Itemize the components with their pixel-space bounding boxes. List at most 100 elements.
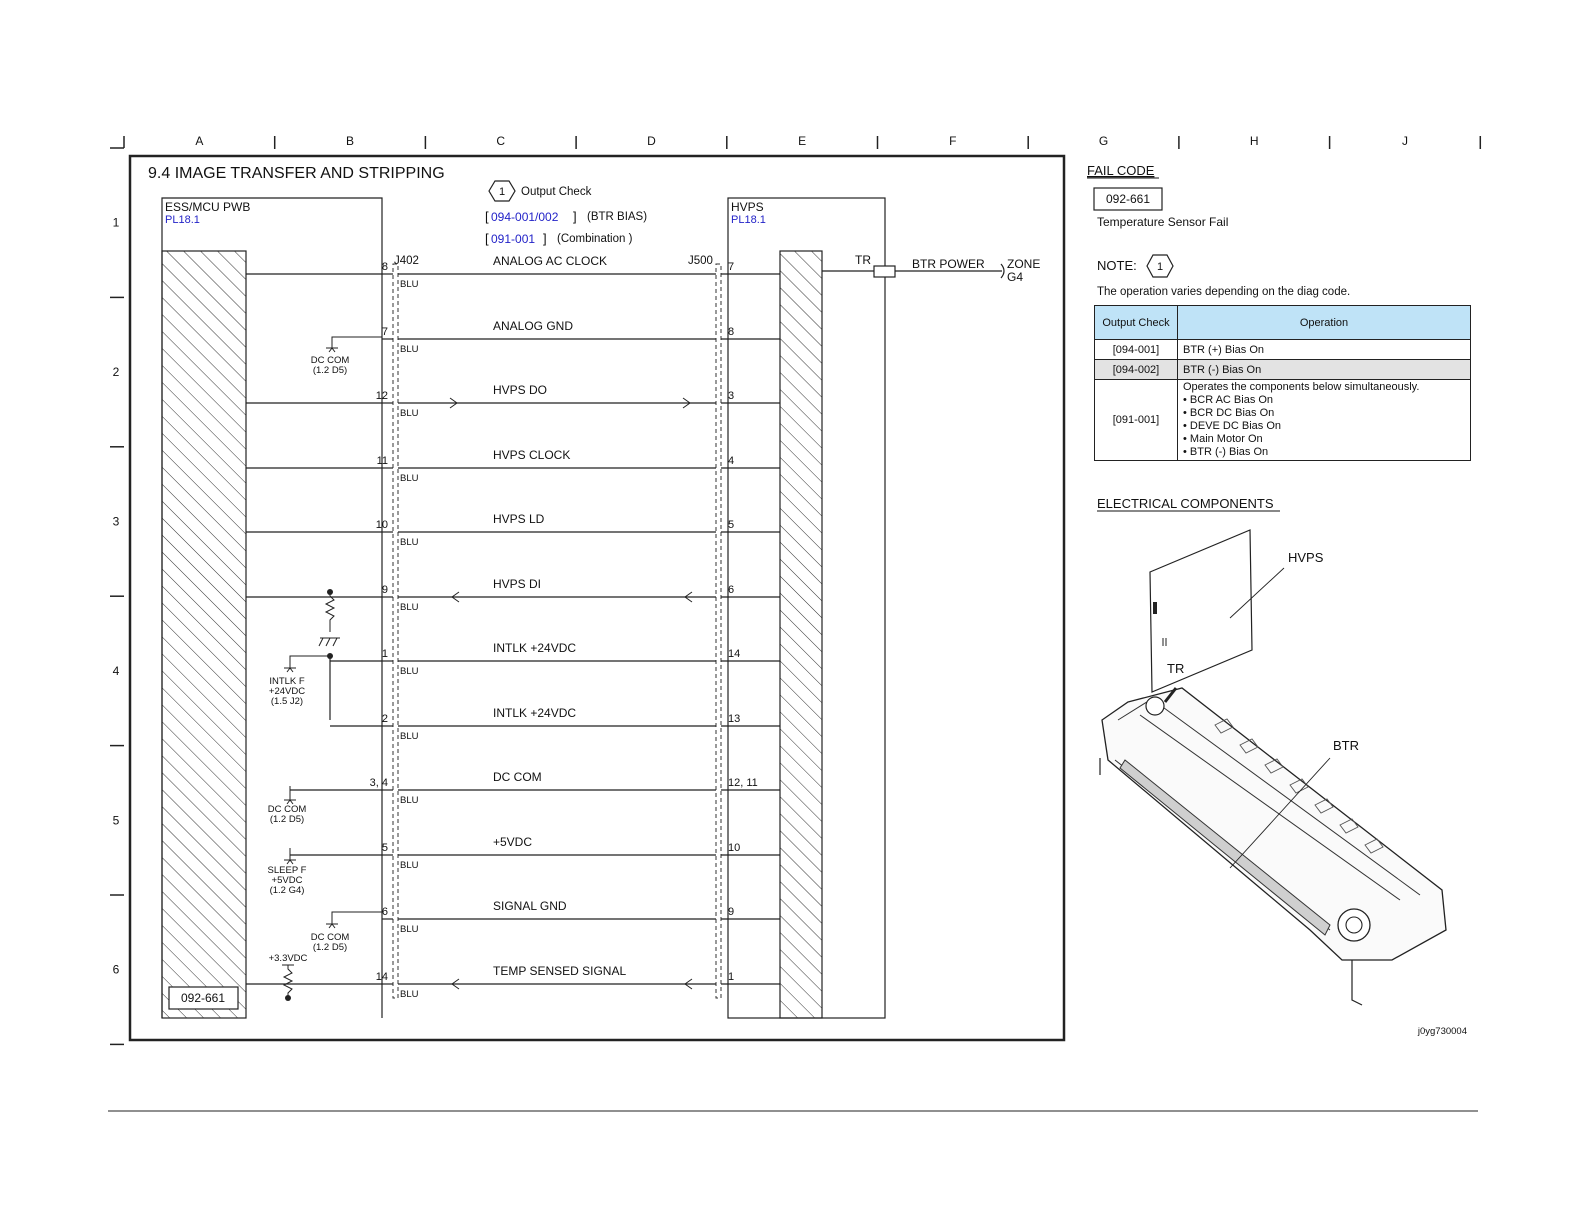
list-item: • BCR AC Bias On xyxy=(1183,394,1274,406)
list-item: • DEVE DC Bias On xyxy=(1183,420,1281,432)
header-output-check: Output Check xyxy=(1094,305,1178,340)
column-letter: F xyxy=(949,134,956,148)
row-check: [094-001] xyxy=(1094,339,1178,360)
zone-ref: G4 xyxy=(1007,270,1023,284)
hvps-board-hatched-area xyxy=(779,250,823,1019)
signal-name: HVPS DI xyxy=(493,577,541,591)
svg-text:(1.2 D5): (1.2 D5) xyxy=(313,942,347,953)
wire-color-label: BLU xyxy=(400,989,419,1000)
dc-com-symbol-3: DC COM (1.2 D5) xyxy=(311,911,382,953)
svg-text:+5VDC: +5VDC xyxy=(272,875,303,886)
row-operation-list: Operates the components below simultaneo… xyxy=(1177,379,1471,461)
signal-name: INTLK +24VDC xyxy=(493,641,576,655)
output-check-marker-icon xyxy=(488,180,516,202)
pin-left-label: 6 xyxy=(382,906,388,918)
signal-name: DC COM xyxy=(493,770,542,784)
column-letter: J xyxy=(1402,134,1408,148)
fail-code-heading: FAIL CODE xyxy=(1087,163,1155,178)
svg-text:1: 1 xyxy=(1157,261,1163,273)
row-number: 4 xyxy=(113,664,120,678)
chassis-ground-icon xyxy=(318,637,340,647)
note-marker-icon xyxy=(1146,254,1174,278)
btr-power-line: TR BTR POWER ZONE G4 xyxy=(822,253,1040,284)
wire-color-label: BLU xyxy=(400,344,419,355)
wire-color-label: BLU xyxy=(400,666,419,677)
ess-board-hatched-area xyxy=(161,250,247,1019)
ess-mcu-board: ESS/MCU PWB PL18.1 J402 092-661 xyxy=(161,197,419,1019)
svg-text:(1.5 J2): (1.5 J2) xyxy=(271,696,303,707)
pin-right-label: 7 xyxy=(728,261,734,273)
fail-code-description: Temperature Sensor Fail xyxy=(1097,215,1228,229)
image-id: j0yg730004 xyxy=(1417,1026,1467,1037)
signal-name: ANALOG AC CLOCK xyxy=(493,254,607,268)
diagram-frame xyxy=(128,154,1066,1042)
header-operation: Operation xyxy=(1177,305,1471,340)
svg-text:DC COM: DC COM xyxy=(268,804,307,815)
pin-right-label: 10 xyxy=(728,842,740,854)
pin-right-label: 3 xyxy=(728,390,734,402)
signal-name: SIGNAL GND xyxy=(493,899,567,913)
arrow-left-icon xyxy=(451,591,460,603)
ess-board-name: ESS/MCU PWB xyxy=(165,200,250,214)
hvps-component-illustration: HVPS xyxy=(1149,529,1324,693)
wire-color-label: BLU xyxy=(400,537,419,548)
column-letter: B xyxy=(346,134,354,148)
output-check-desc-2: (Combination ) xyxy=(557,233,633,245)
pin-left-label: 10 xyxy=(376,519,388,531)
pin-right-label: 6 xyxy=(728,584,734,596)
wire-color-label: BLU xyxy=(400,795,419,806)
svg-text:SLEEP F: SLEEP F xyxy=(268,865,307,876)
pin-left-label: 1 xyxy=(382,648,388,660)
wire-color-label: BLU xyxy=(400,731,419,742)
column-letter: H xyxy=(1250,134,1259,148)
column-letter: E xyxy=(798,134,806,148)
pin-left-label: 3, 4 xyxy=(370,777,388,789)
output-check-code-2: 091-001 xyxy=(491,232,535,246)
pin-right-label: 9 xyxy=(728,906,734,918)
ess-fail-code-box xyxy=(168,986,239,1010)
pin-left-label: 5 xyxy=(382,842,388,854)
wire-color-label: BLU xyxy=(400,279,419,290)
table-row: [091-001] Operates the components below … xyxy=(1094,379,1471,461)
signal-name: ANALOG GND xyxy=(493,319,573,333)
svg-text:[: [ xyxy=(485,209,489,224)
operation-table: Output Check Operation [094-001] BTR (+)… xyxy=(1094,305,1471,461)
output-check-label: Output Check xyxy=(521,186,592,198)
btr-assembly-illustration: TR BTR xyxy=(1099,661,1447,1006)
signal-name: +5VDC xyxy=(493,835,532,849)
svg-text:092-661: 092-661 xyxy=(1106,192,1150,206)
pin-right-label: 14 xyxy=(728,648,740,660)
wire-color-label: BLU xyxy=(400,602,419,613)
output-check-legend: 1 Output Check [ 094-001/002 ] (BTR BIAS… xyxy=(485,180,647,246)
tr-label: TR xyxy=(855,253,871,267)
row-check: [091-001] xyxy=(1094,379,1178,461)
table-row: [094-002] BTR (-) Bias On xyxy=(1094,359,1471,380)
zone-label: ZONE xyxy=(1007,257,1040,271)
supply-symbols: DC COM (1.2 D5) INTLK F +24VDC (1.5 J2) … xyxy=(268,336,382,1001)
wire-color-label: BLU xyxy=(400,860,419,871)
column-letter: D xyxy=(647,134,656,148)
row-number: 5 xyxy=(113,813,120,827)
v33-pullup: +3.3VDC xyxy=(269,953,308,1001)
signal-row: 5 10 +5VDC BLU xyxy=(290,835,780,871)
column-letter: A xyxy=(195,134,203,148)
connector-j500: J500 xyxy=(688,255,713,267)
resistor-pin9 xyxy=(318,589,340,647)
arrow-left-icon xyxy=(684,978,693,990)
intlk-f-symbol: INTLK F +24VDC (1.5 J2) xyxy=(269,653,333,720)
dc-com-symbol-1: DC COM (1.2 D5) xyxy=(311,336,382,376)
svg-text:DC COM: DC COM xyxy=(311,932,350,943)
arrow-right-icon xyxy=(682,397,691,409)
svg-text:DC COM: DC COM xyxy=(311,355,350,366)
svg-text:(1.2 D5): (1.2 D5) xyxy=(313,365,347,376)
arrow-left-icon xyxy=(684,591,693,603)
electrical-components-section: ELECTRICAL COMPONENTS HVPS xyxy=(1097,496,1467,1037)
pin-left-label: 12 xyxy=(376,390,388,402)
